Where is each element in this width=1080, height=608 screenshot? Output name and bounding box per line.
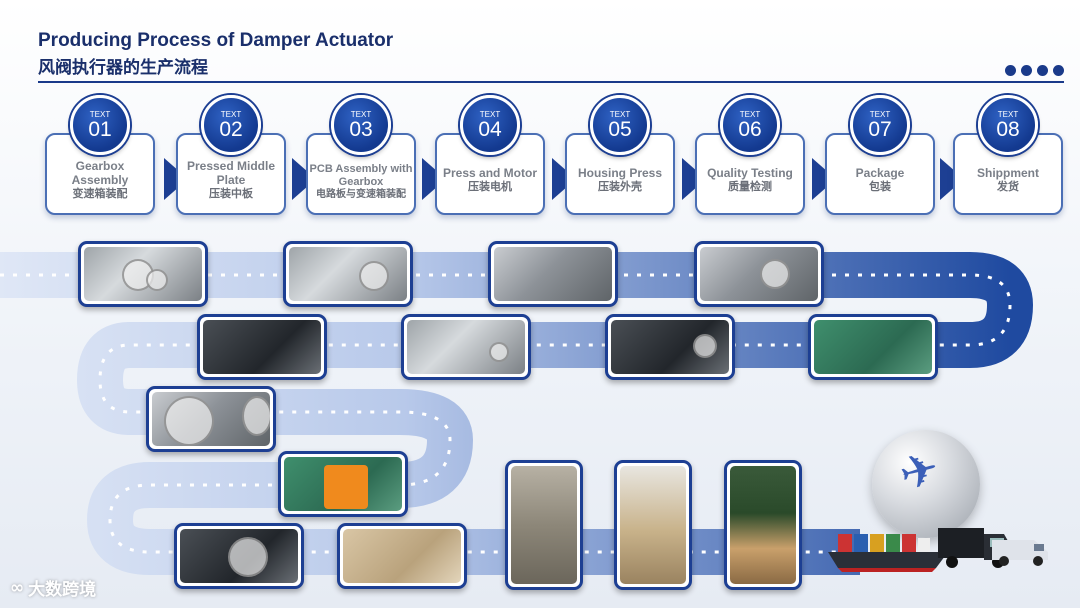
- step-label-en: Quality Testing: [707, 166, 793, 180]
- van-icon: [990, 530, 1052, 568]
- step-label-zh: 压装外壳: [598, 180, 642, 194]
- photo-gearbox-assembly: [78, 241, 208, 307]
- photo-pcb-board: [808, 314, 938, 380]
- photo-housing: [401, 314, 531, 380]
- step-label-zh: 质量检测: [728, 180, 772, 194]
- photo-actuator-product: [278, 451, 408, 517]
- photo-press-machine: [197, 314, 327, 380]
- step-label-zh: 包装: [869, 180, 891, 194]
- step-label-en: Gearbox Assembly: [47, 159, 153, 187]
- brand-watermark: ∞ 大数跨境: [10, 575, 96, 600]
- step-label-en: Press and Motor: [443, 166, 537, 180]
- step-label-en: Shippment: [977, 166, 1039, 180]
- step-label-zh: 压装中板: [209, 187, 253, 201]
- brand-logo-icon: ∞: [10, 578, 24, 598]
- photo-housing-press: [605, 314, 735, 380]
- photo-warehouse: [614, 460, 692, 590]
- photo-truck-loading: [724, 460, 802, 590]
- step-label-en: PCB Assembly with Gearbox: [308, 163, 414, 189]
- photo-package-box: [337, 523, 467, 589]
- photo-pcb-press: [488, 241, 618, 307]
- photo-middle-plate: [283, 241, 413, 307]
- photo-pallet: [505, 460, 583, 590]
- photo-quality-testing: [146, 386, 276, 452]
- step-label-zh: 发货: [997, 180, 1019, 194]
- photo-packaging-label: [174, 523, 304, 589]
- photo-motor-press: [694, 241, 824, 307]
- step-label-zh: 电路板与变速箱装配: [316, 189, 406, 201]
- step-label-zh: 变速箱装配: [73, 187, 128, 201]
- step-label-en: Package: [856, 166, 905, 180]
- cargo-ship-icon: [828, 528, 956, 576]
- step-label-en: Housing Press: [578, 166, 662, 180]
- step-label-zh: 压装电机: [468, 180, 512, 194]
- step-label-en: Pressed Middle Plate: [178, 159, 284, 187]
- brand-name: 大数跨境: [28, 575, 96, 600]
